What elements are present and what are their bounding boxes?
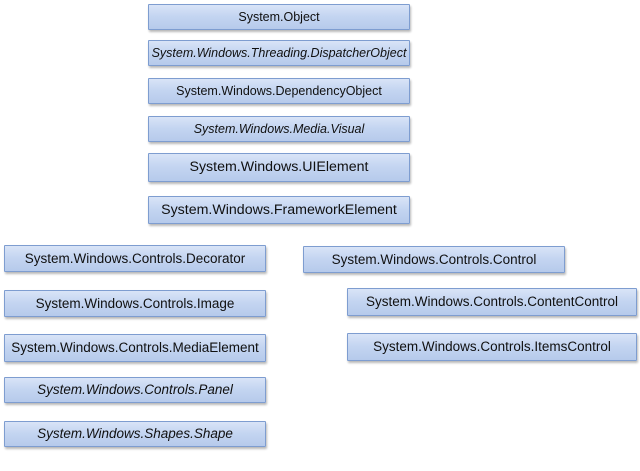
controls-decorator-node: System.Windows.Controls.Decorator bbox=[4, 245, 266, 272]
controls-image-node: System.Windows.Controls.Image bbox=[4, 290, 266, 317]
controls-panel-node: System.Windows.Controls.Panel bbox=[4, 377, 266, 403]
dispatcher-object-node: System.Windows.Threading.DispatcherObjec… bbox=[148, 40, 410, 66]
media-visual-node: System.Windows.Media.Visual bbox=[148, 116, 410, 142]
dependency-object-node: System.Windows.DependencyObject bbox=[148, 78, 410, 104]
shapes-shape-node: System.Windows.Shapes.Shape bbox=[4, 421, 266, 447]
controls-media-element-node: System.Windows.Controls.MediaElement bbox=[4, 334, 266, 362]
controls-items-control-node: System.Windows.Controls.ItemsControl bbox=[347, 333, 637, 361]
framework-element-node: System.Windows.FrameworkElement bbox=[148, 196, 410, 224]
controls-control-node: System.Windows.Controls.Control bbox=[303, 246, 565, 273]
ui-element-node: System.Windows.UIElement bbox=[148, 153, 410, 182]
controls-content-control-node: System.Windows.Controls.ContentControl bbox=[347, 288, 637, 316]
system-object-node: System.Object bbox=[148, 4, 410, 30]
